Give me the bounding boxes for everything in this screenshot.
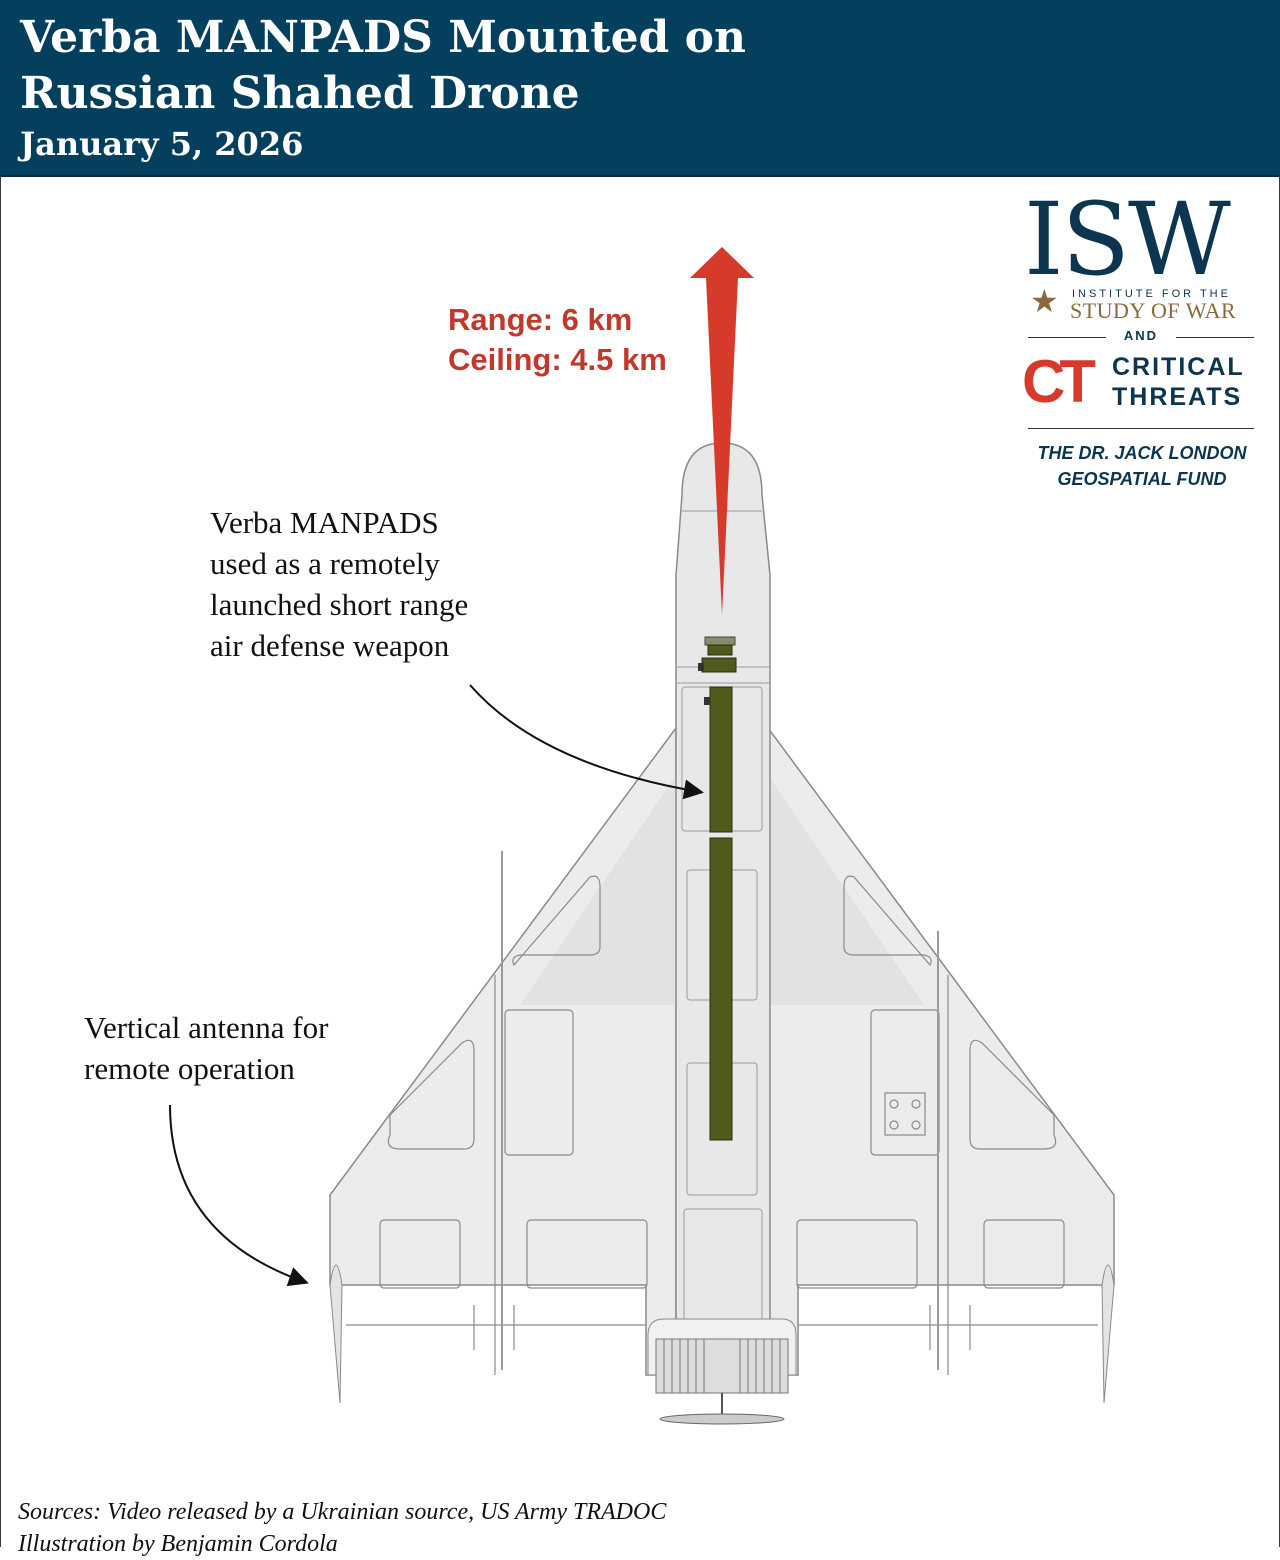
and-divider: AND	[1028, 328, 1254, 346]
page-title: Verba MANPADS Mounted on Russian Shahed …	[20, 12, 746, 119]
manpads-launcher	[698, 636, 737, 1141]
page-date: January 5, 2026	[20, 125, 304, 163]
vertical-antenna	[501, 851, 939, 1370]
fund-name: THE DR. JACK LONDON GEOSPATIAL FUND	[1037, 443, 1247, 489]
wing-panel-lines	[346, 875, 1098, 1375]
range-ceiling-label: Range: 6 km Ceiling: 4.5 km	[448, 302, 667, 377]
critical-threats-text: CRITICAL THREATS	[1112, 353, 1245, 411]
tail-engine-assembly	[647, 1318, 797, 1425]
isw-logo: ISW ★ INSTITUTE FOR THE STUDY OF WAR	[1024, 190, 1260, 330]
wing-shadow	[520, 775, 924, 1005]
critical-threats-mark: CT	[1022, 348, 1096, 415]
callout-arrows	[169, 684, 704, 1287]
and-text: AND	[1123, 328, 1159, 343]
header-banner: Verba MANPADS Mounted on Russian Shahed …	[0, 0, 1280, 177]
isw-letters: ISW	[1024, 181, 1231, 298]
antenna-callout: Vertical antenna for remote operation	[84, 1010, 329, 1086]
drone-illustration	[169, 247, 1115, 1425]
sources-footer: Sources: Video released by a Ukrainian s…	[18, 1499, 667, 1557]
wingtip-fins	[329, 1264, 1115, 1404]
drone-wing-right	[767, 725, 1115, 1376]
manpads-callout: Verba MANPADS used as a remotely launche…	[210, 505, 469, 663]
isw-subtitle-line2: STUDY OF WAR	[1070, 298, 1237, 323]
isw-subtitle-line1: INSTITUTE FOR THE	[1072, 288, 1231, 300]
logo-divider	[1028, 428, 1254, 429]
range-arrow	[690, 247, 754, 615]
star-icon: ★	[1030, 282, 1059, 320]
